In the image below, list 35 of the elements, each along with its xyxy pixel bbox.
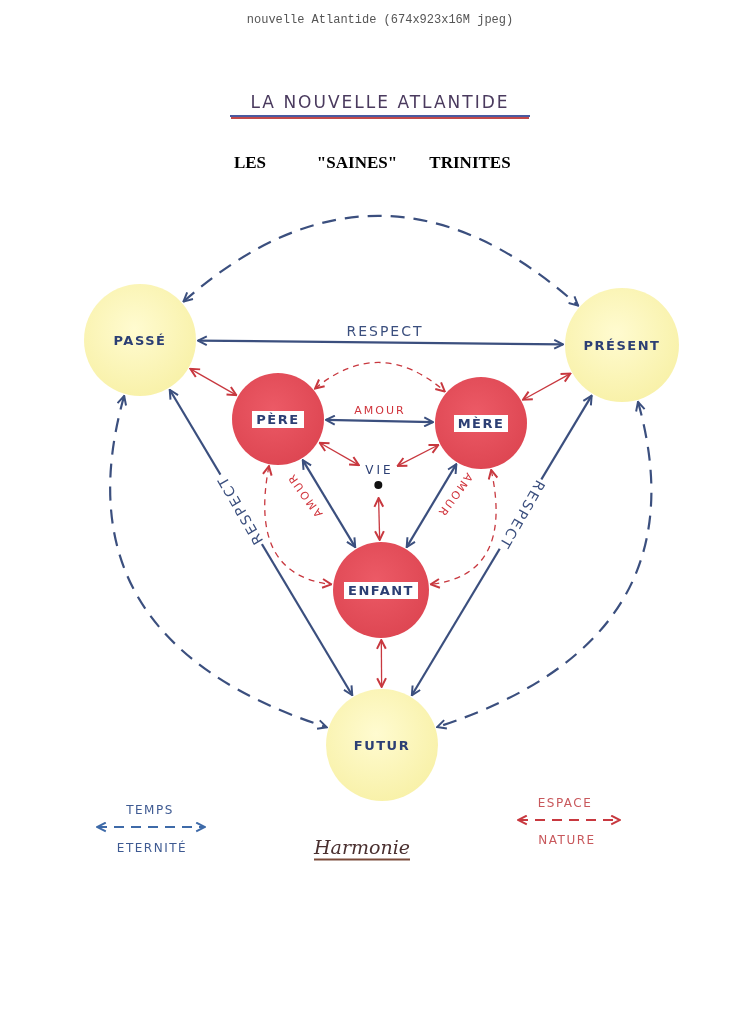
arrow <box>301 459 357 549</box>
arrow <box>197 335 564 350</box>
node-label: FUTUR <box>352 736 412 754</box>
dashed-arrow <box>314 361 446 393</box>
title: LA NOUVELLE ATLANTIDE <box>230 92 530 117</box>
node-label: MÈRE <box>453 414 509 432</box>
node-label: PÈRE <box>252 410 304 428</box>
node-label: VIE <box>362 463 394 489</box>
arrow <box>318 441 360 467</box>
arrow <box>405 463 458 549</box>
arrow <box>396 443 440 467</box>
dashed-arrow <box>109 394 328 730</box>
arrow <box>189 367 238 397</box>
header-text: nouvelle Atlantide (674x923x16M jpeg) <box>246 13 514 27</box>
subtitle-word: TRINITES <box>429 153 511 173</box>
legend-label: NATURE <box>538 833 596 847</box>
arrow <box>325 414 434 428</box>
arrow <box>376 639 387 688</box>
person-circle <box>435 377 527 469</box>
dashed-arrow <box>429 468 499 589</box>
subtitle-word: LES <box>233 153 267 173</box>
arrow <box>373 497 385 541</box>
node-label: PASSÉ <box>112 331 168 349</box>
legend-label: ESPACE <box>537 796 593 810</box>
legend-label: ETERNITÉ <box>116 841 188 855</box>
dashed-arrow <box>182 214 580 307</box>
node-label: PRÉSENT <box>582 336 662 354</box>
person-circle <box>232 373 324 465</box>
signature-text: Harmonie <box>314 835 410 861</box>
node-label: ENFANT <box>344 581 418 599</box>
arrow <box>522 372 572 401</box>
dashed-arrow <box>436 400 653 730</box>
legend-label: TEMPS <box>126 803 174 817</box>
subtitle-word: "SAINES" <box>316 153 398 173</box>
dashed-arrow <box>262 465 333 589</box>
